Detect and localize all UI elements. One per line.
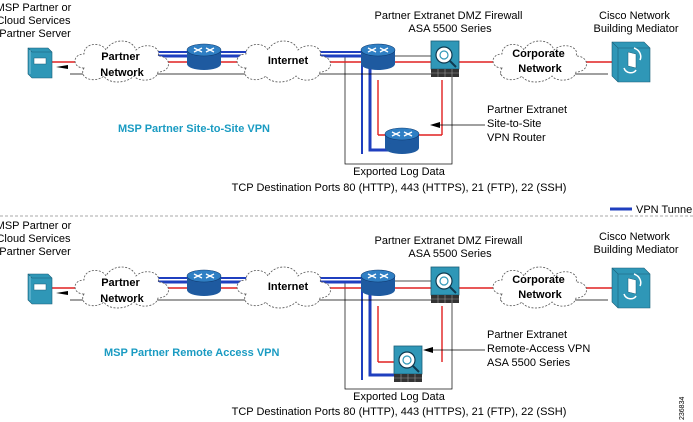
dmz-firewall-icon — [430, 266, 460, 304]
building-mediator-icon — [611, 41, 651, 83]
internet-router-icon — [186, 43, 222, 71]
mediator-label: Cisco Network Building Mediator — [594, 10, 679, 35]
server-label: MSP Partner or Cloud Services Partner Se… — [0, 2, 74, 40]
arrowhead — [56, 65, 68, 69]
firewall-label: Partner Extranet DMZ Firewall ASA 5500 S… — [375, 235, 526, 260]
corporate-network-label: Corporate Network — [512, 274, 568, 301]
ports-label: TCP Destination Ports 80 (HTTP), 443 (HT… — [232, 406, 567, 418]
partner-server-icon — [27, 273, 53, 305]
section-title: MSP Partner Site-to-Site VPN — [118, 123, 270, 135]
section-title: MSP Partner Remote Access VPN — [104, 347, 280, 359]
legend-label: VPN Tunnel — [636, 204, 693, 216]
legend: VPN Tunnel — [610, 204, 693, 216]
internet-label: Internet — [268, 281, 309, 293]
remote-access-section: MSP Partner or Cloud Services Partner Se… — [0, 220, 679, 418]
mediator-label: Cisco Network Building Mediator — [594, 231, 679, 256]
partner-server-icon — [27, 47, 53, 79]
log-data-label: Exported Log Data — [353, 391, 446, 403]
dmz-firewall-icon — [430, 40, 460, 78]
corporate-network-label: Corporate Network — [512, 48, 568, 75]
log-data-label: Exported Log Data — [353, 166, 446, 178]
log-data-frame — [344, 55, 453, 165]
building-mediator-icon — [611, 267, 651, 309]
log-data-frame — [344, 280, 453, 390]
vpn-device-label: Partner Extranet Site-to-Site VPN Router — [487, 104, 570, 144]
arrowhead — [430, 122, 440, 128]
edge-router-icon — [360, 269, 396, 297]
internet-label: Internet — [268, 55, 309, 67]
vpn-device-label: Partner Extranet Remote-Access VPN ASA 5… — [487, 329, 593, 369]
partner-network-label: Partner Network — [100, 51, 144, 79]
server-label: MSP Partner or Cloud Services Partner Se… — [0, 220, 74, 258]
ports-label: TCP Destination Ports 80 (HTTP), 443 (HT… — [232, 182, 567, 194]
remote-access-asa-icon — [393, 345, 423, 383]
figure-id: 236834 — [679, 397, 686, 420]
internet-router-icon — [186, 269, 222, 297]
firewall-label: Partner Extranet DMZ Firewall ASA 5500 S… — [375, 10, 526, 35]
site-to-site-section: MSP Partner or Cloud Services Partner Se… — [0, 2, 679, 194]
vpn-router-icon — [384, 127, 420, 155]
arrowhead — [423, 347, 433, 353]
edge-router-icon — [360, 43, 396, 71]
arrowhead — [56, 291, 68, 295]
partner-network-label: Partner Network — [100, 277, 144, 305]
